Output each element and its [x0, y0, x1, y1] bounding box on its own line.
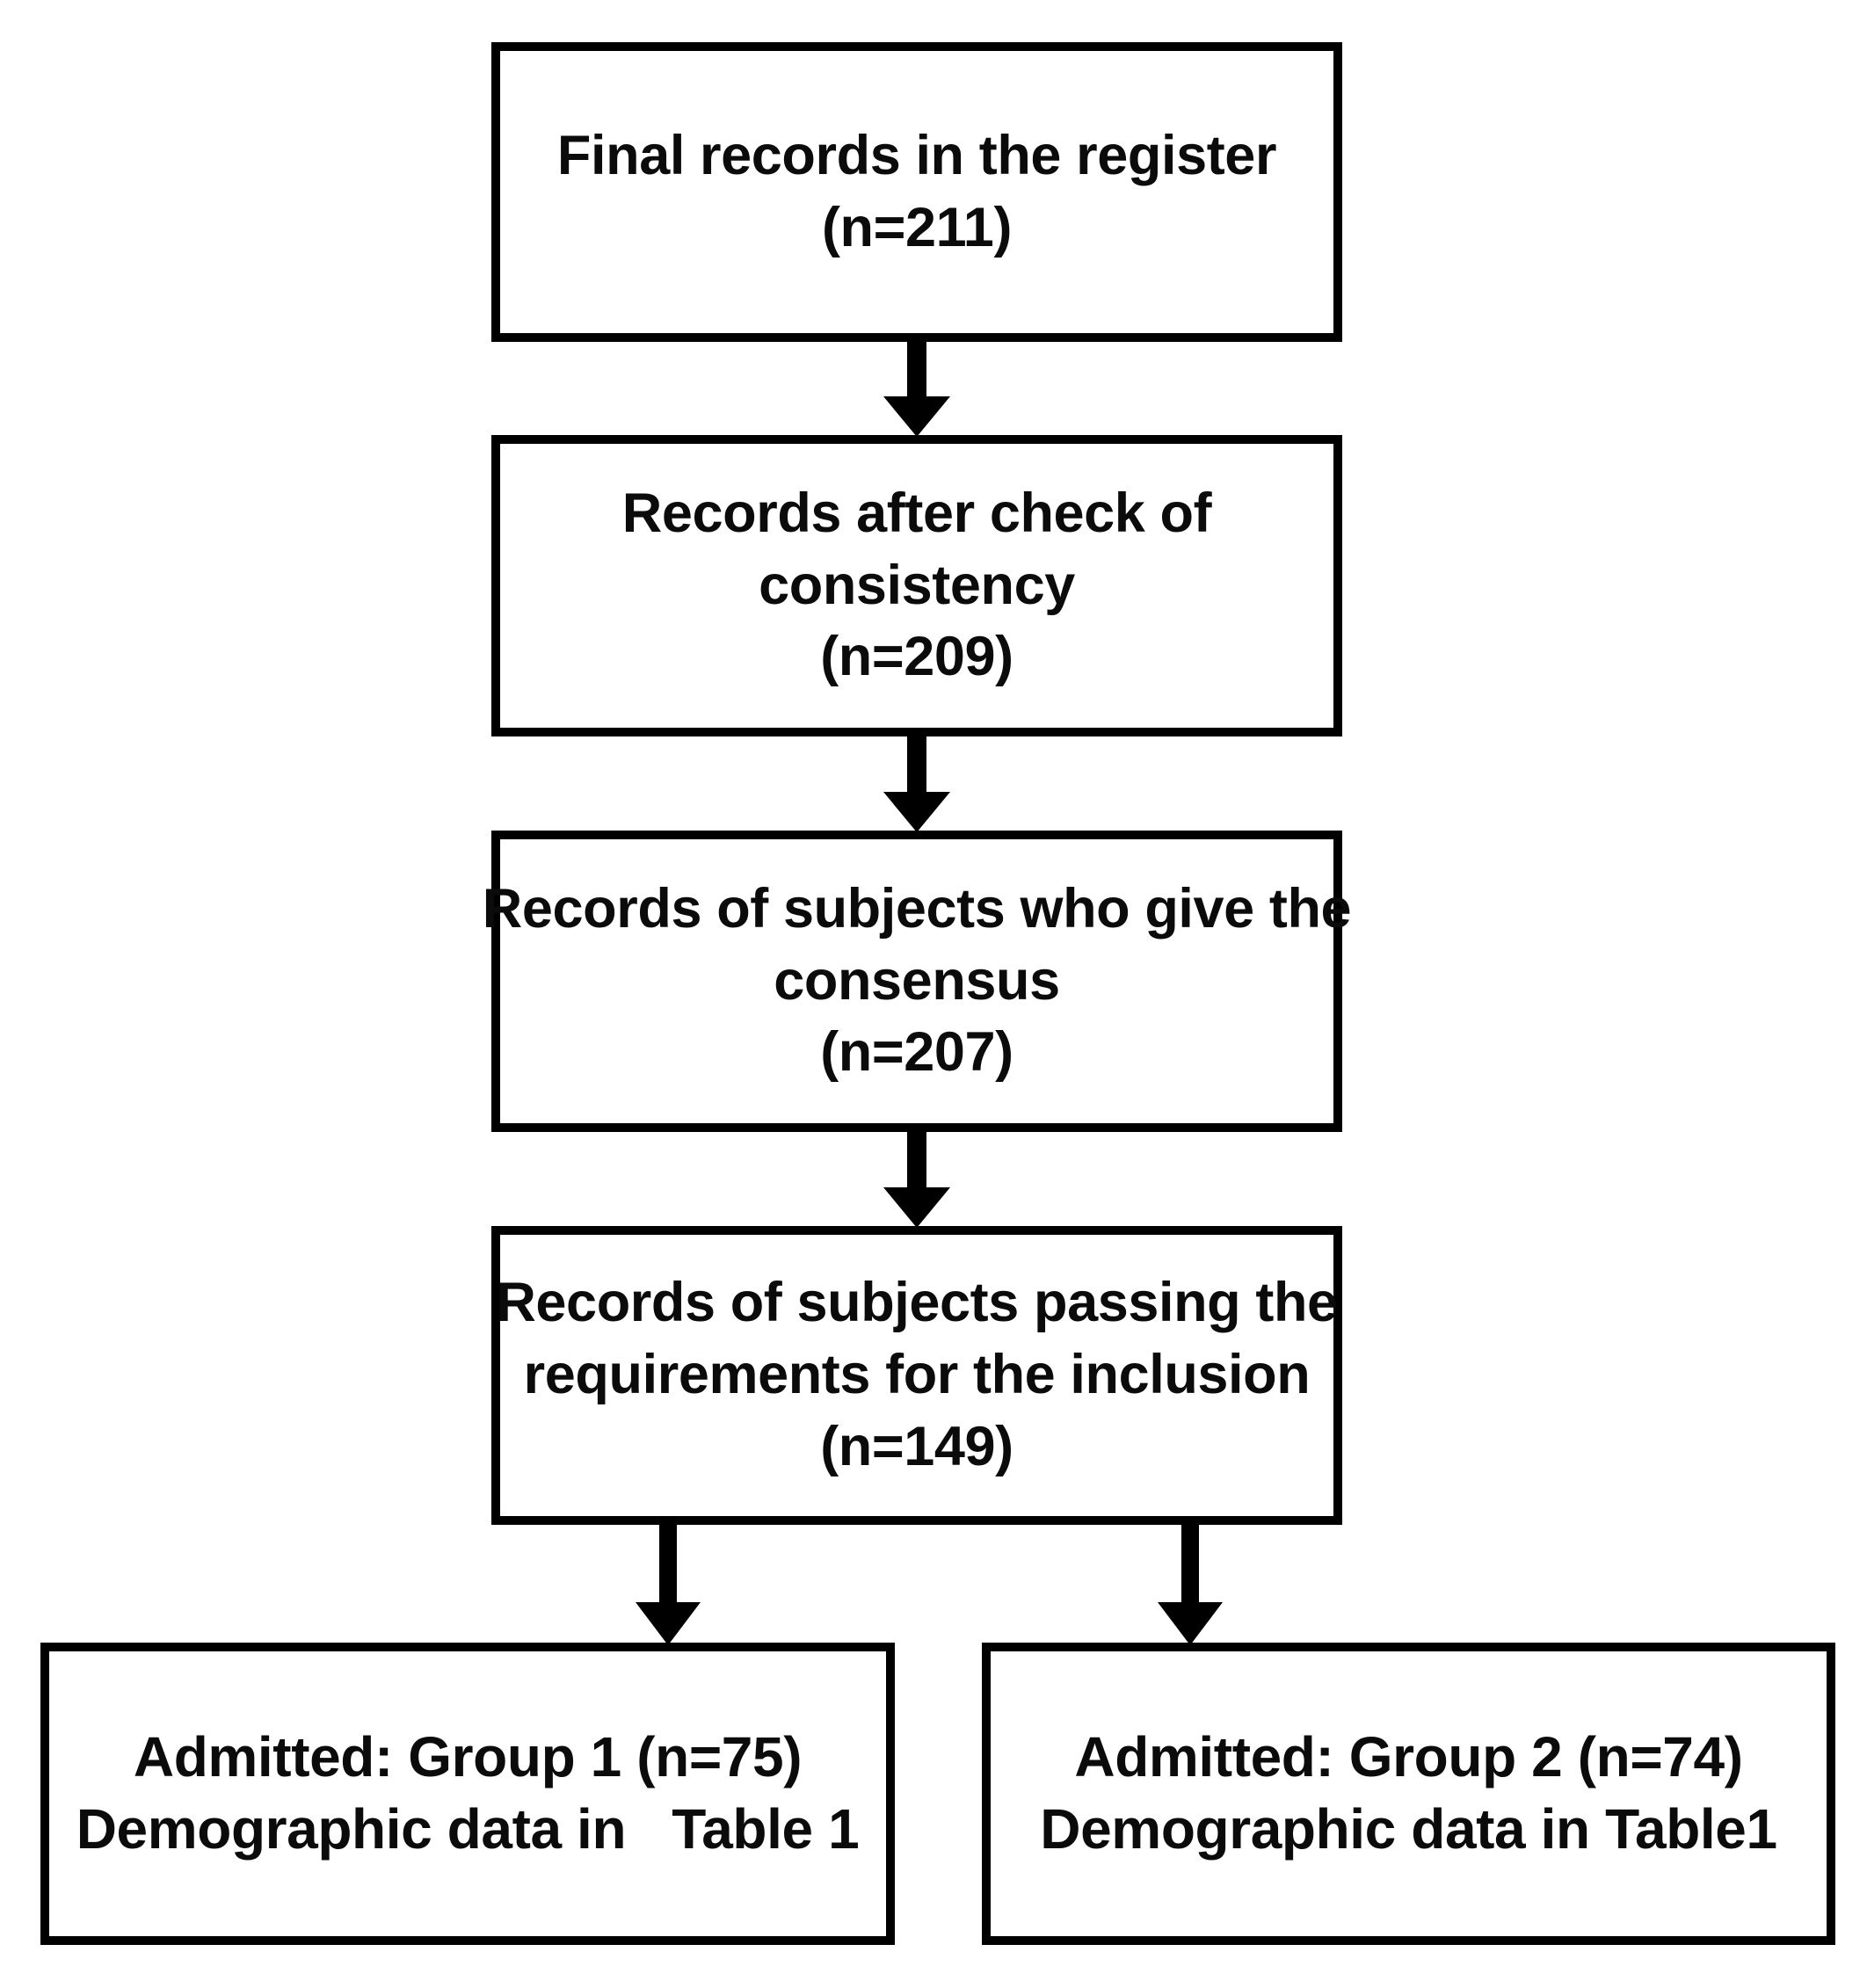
node-consensus-line-3: (n=207) — [820, 1021, 1013, 1084]
node-admitted-group-1: Admitted: Group 1 (n=75) Demographic dat… — [40, 1643, 895, 1945]
node-inclusion-line-1: Records of subjects passing the — [496, 1272, 1338, 1334]
node-admitted-group-2: Admitted: Group 2 (n=74) Demographic dat… — [982, 1643, 1835, 1945]
node-consistency-line-1: Records after check of — [621, 482, 1212, 544]
node-group2-line-2: Demographic data in Table1 — [1040, 1797, 1777, 1861]
node-consistency-line-3: (n=209) — [820, 626, 1013, 688]
node-inclusion-line-3: (n=149) — [820, 1415, 1013, 1477]
node-group1-line-2: Demographic data in Table 1 — [76, 1797, 860, 1861]
node-register-line-1: Final records in the register — [556, 124, 1277, 186]
edge-consistency-consensus — [883, 736, 950, 832]
node-records-of-subjects-passing-inclusion: Records of subjects passing the requirem… — [491, 1226, 1342, 1525]
node-register-line-2: (n=211) — [821, 196, 1013, 258]
node-consensus-line-1: Records of subjects who give the — [482, 877, 1352, 940]
node-records-after-check-of-consistency: Records after check of consistency (n=20… — [491, 435, 1342, 736]
node-consistency-line-2: consistency — [759, 554, 1075, 616]
node-group1-line-1: Admitted: Group 1 (n=75) — [133, 1725, 803, 1789]
edge-register-consistency — [883, 342, 950, 437]
node-final-records-in-register: Final records in the register (n=211) — [491, 42, 1342, 342]
node-group2-line-1: Admitted: Group 2 (n=74) — [1074, 1725, 1743, 1789]
node-consensus-line-2: consensus — [774, 949, 1060, 1012]
edge-inclusion-group2 — [1158, 1525, 1223, 1645]
edge-inclusion-group1 — [636, 1525, 701, 1645]
node-inclusion-line-2: requirements for the inclusion — [523, 1344, 1311, 1406]
node-records-of-subjects-who-give-consensus: Records of subjects who give the consens… — [483, 831, 1352, 1132]
edge-consensus-inclusion — [883, 1132, 950, 1228]
